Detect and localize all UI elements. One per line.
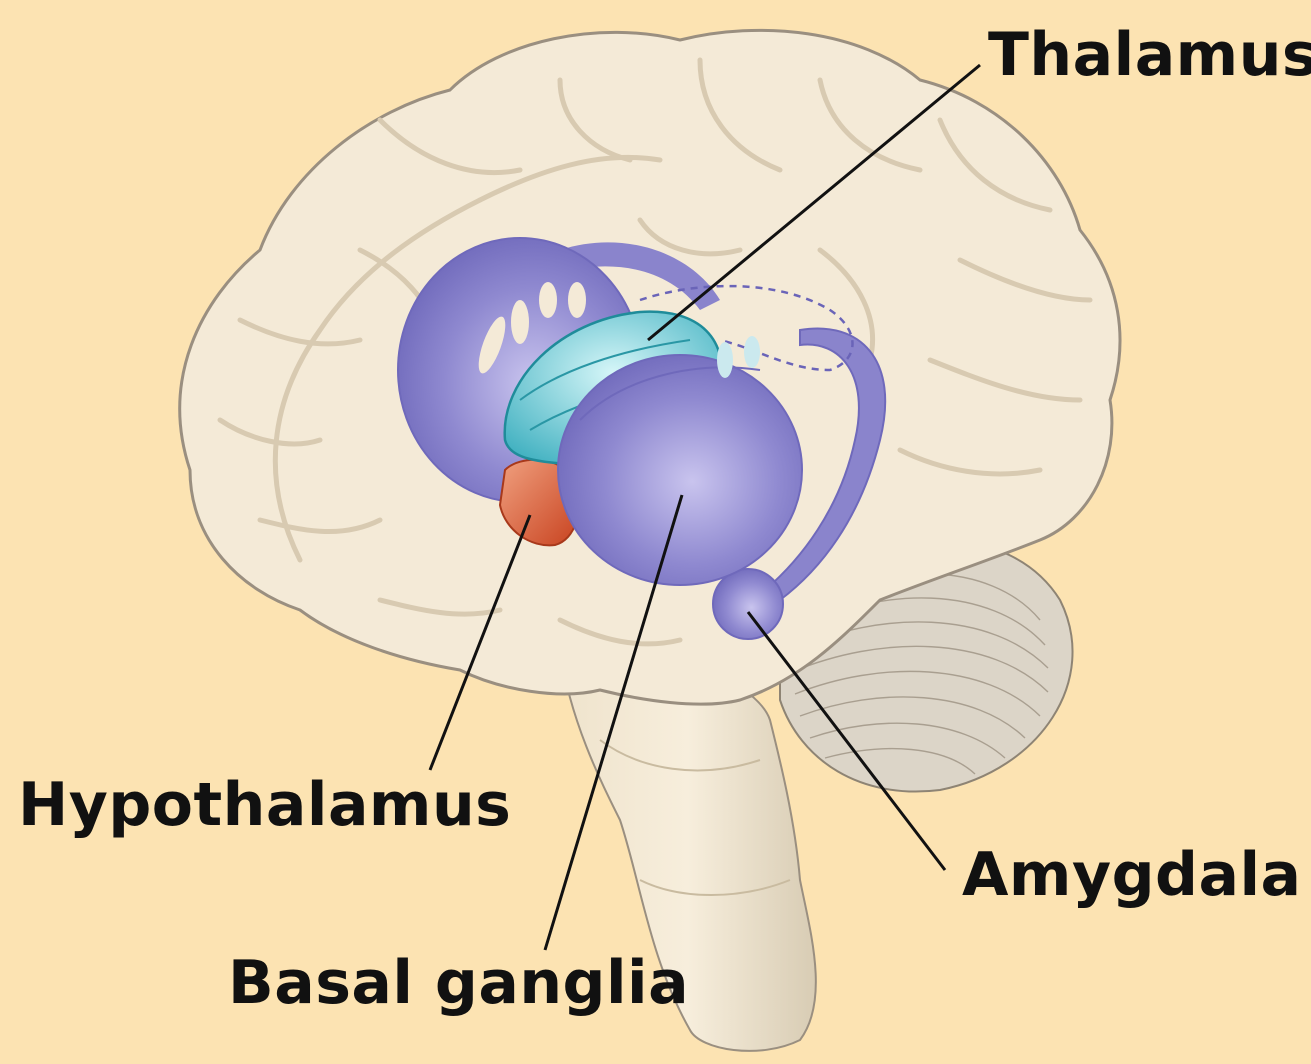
thalamus-label: Thalamus: [988, 20, 1311, 90]
amygdala-label: Amygdala: [962, 840, 1302, 910]
amygdala-shape: [713, 569, 783, 639]
basal-ganglia-right: [558, 355, 802, 585]
hypothalamus-label: Hypothalamus: [18, 770, 511, 840]
basal-ganglia-label: Basal ganglia: [228, 948, 689, 1018]
